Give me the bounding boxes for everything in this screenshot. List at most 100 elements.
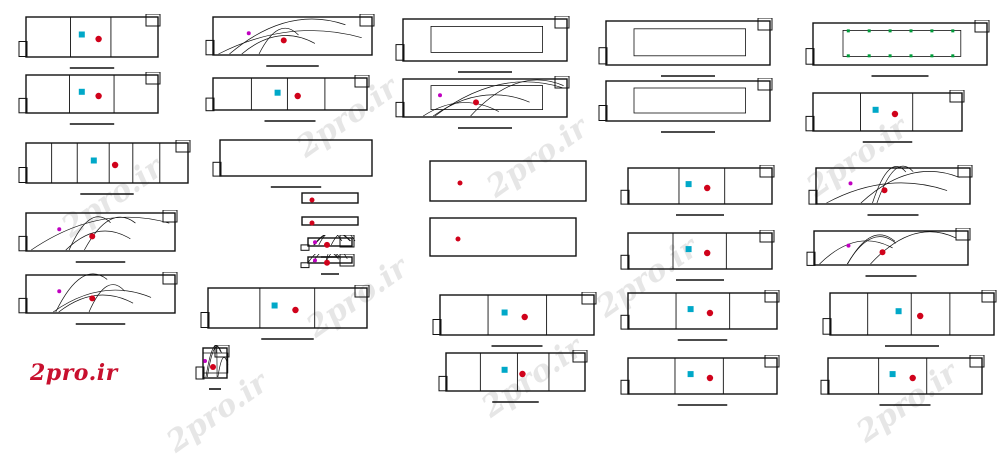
wiring-arc (434, 81, 563, 117)
stair-detail (572, 350, 588, 363)
floor-plan-drawing (620, 355, 785, 409)
floor-plan-drawing (300, 235, 360, 261)
fixture-marker (521, 313, 528, 321)
floor-plan-svg (18, 14, 161, 69)
fixture-marker (294, 92, 301, 100)
floor-plan-svg (300, 254, 355, 275)
outer-wall (605, 80, 771, 122)
outer-wall (402, 18, 568, 62)
floor-plan-svg (18, 72, 161, 125)
floor-plan-svg (432, 292, 597, 347)
hall-inner-wall (842, 29, 962, 57)
floor-plan-svg (212, 139, 373, 188)
fixture-marker (909, 374, 916, 382)
stair-detail (757, 78, 773, 91)
stair-detail (162, 272, 178, 285)
fixture-marker (895, 308, 902, 315)
stair-detail (554, 16, 570, 29)
fixture-marker (704, 249, 711, 257)
light-fixture (930, 54, 934, 58)
entrance-block (805, 115, 815, 132)
entrance-block (805, 48, 815, 65)
wiring-arc (31, 216, 170, 251)
fixture-marker (57, 289, 62, 294)
stair-detail (759, 230, 775, 243)
floor-plan-svg (18, 210, 178, 263)
entrance-block (395, 44, 405, 61)
wiring-arc (876, 165, 914, 204)
floor-plan-svg (301, 216, 359, 226)
stair-detail (175, 140, 191, 153)
outer-wall (207, 287, 368, 329)
floor-plan-svg (808, 165, 973, 216)
fixture-marker (704, 184, 711, 192)
entrance-block (620, 379, 630, 395)
light-fixture (951, 54, 955, 58)
floor-plan-drawing (18, 272, 183, 328)
outer-wall (219, 139, 373, 177)
wiring-arc (308, 254, 340, 263)
floor-plan-drawing (432, 292, 602, 350)
entrance-block (620, 189, 630, 205)
wiring-arc (423, 102, 499, 117)
outer-wall (439, 294, 595, 336)
stair-detail (757, 18, 773, 31)
stair-detail (359, 14, 375, 27)
floor-plan-svg (620, 355, 780, 406)
fixture-marker (89, 295, 96, 302)
floor-plan-drawing (195, 345, 235, 393)
entrance-block (200, 312, 210, 328)
fixture-marker (872, 106, 879, 113)
fixture-marker (891, 110, 899, 118)
floor-plan-drawing (18, 210, 183, 266)
entrance-block (205, 97, 215, 112)
entrance-block (205, 39, 215, 56)
hall-inner-wall (430, 85, 543, 111)
floor-plan-drawing (212, 137, 380, 191)
outer-wall (25, 142, 189, 184)
hall-inner-wall (633, 28, 746, 57)
floor-plan-drawing (300, 190, 360, 218)
fixture-marker (95, 92, 102, 100)
entrance-block (212, 161, 222, 177)
outer-wall (25, 274, 176, 314)
wiring-arc (218, 30, 362, 55)
fixture-marker (78, 88, 85, 95)
fixture-marker (309, 220, 315, 226)
light-fixture (909, 54, 913, 58)
fixture-marker (889, 371, 896, 378)
entrance-block (18, 97, 28, 114)
outer-wall (813, 230, 969, 266)
stair-detail (759, 165, 775, 178)
fixture-marker (706, 309, 714, 317)
wiring-arc (872, 166, 907, 204)
wiring-arc (65, 230, 131, 251)
fixture-marker (324, 259, 330, 266)
floor-plan-svg (395, 16, 570, 73)
entrance-block (820, 379, 830, 395)
stair-detail (554, 76, 570, 89)
light-fixture (867, 54, 871, 58)
outer-wall (829, 292, 995, 336)
stair-detail (581, 292, 597, 305)
stair-detail (339, 254, 355, 267)
outer-wall (627, 292, 778, 330)
outer-wall (25, 16, 159, 58)
light-fixture (867, 29, 871, 33)
floor-plan-svg (429, 160, 587, 202)
fixture-marker (846, 243, 851, 248)
fixture-marker (78, 31, 85, 38)
floor-plan-drawing (395, 76, 575, 132)
floor-plan-drawing (620, 290, 785, 344)
outer-wall (301, 216, 359, 226)
floor-plan-drawing (808, 165, 978, 219)
outer-wall (402, 78, 568, 118)
stair-detail (955, 228, 971, 241)
fixture-marker (203, 359, 207, 363)
wiring-arc (55, 273, 108, 313)
floor-plan-drawing (205, 14, 380, 70)
wiring-arc (860, 171, 960, 204)
floor-plan-svg (620, 290, 780, 341)
outer-wall (627, 357, 778, 395)
light-fixture (888, 29, 892, 33)
